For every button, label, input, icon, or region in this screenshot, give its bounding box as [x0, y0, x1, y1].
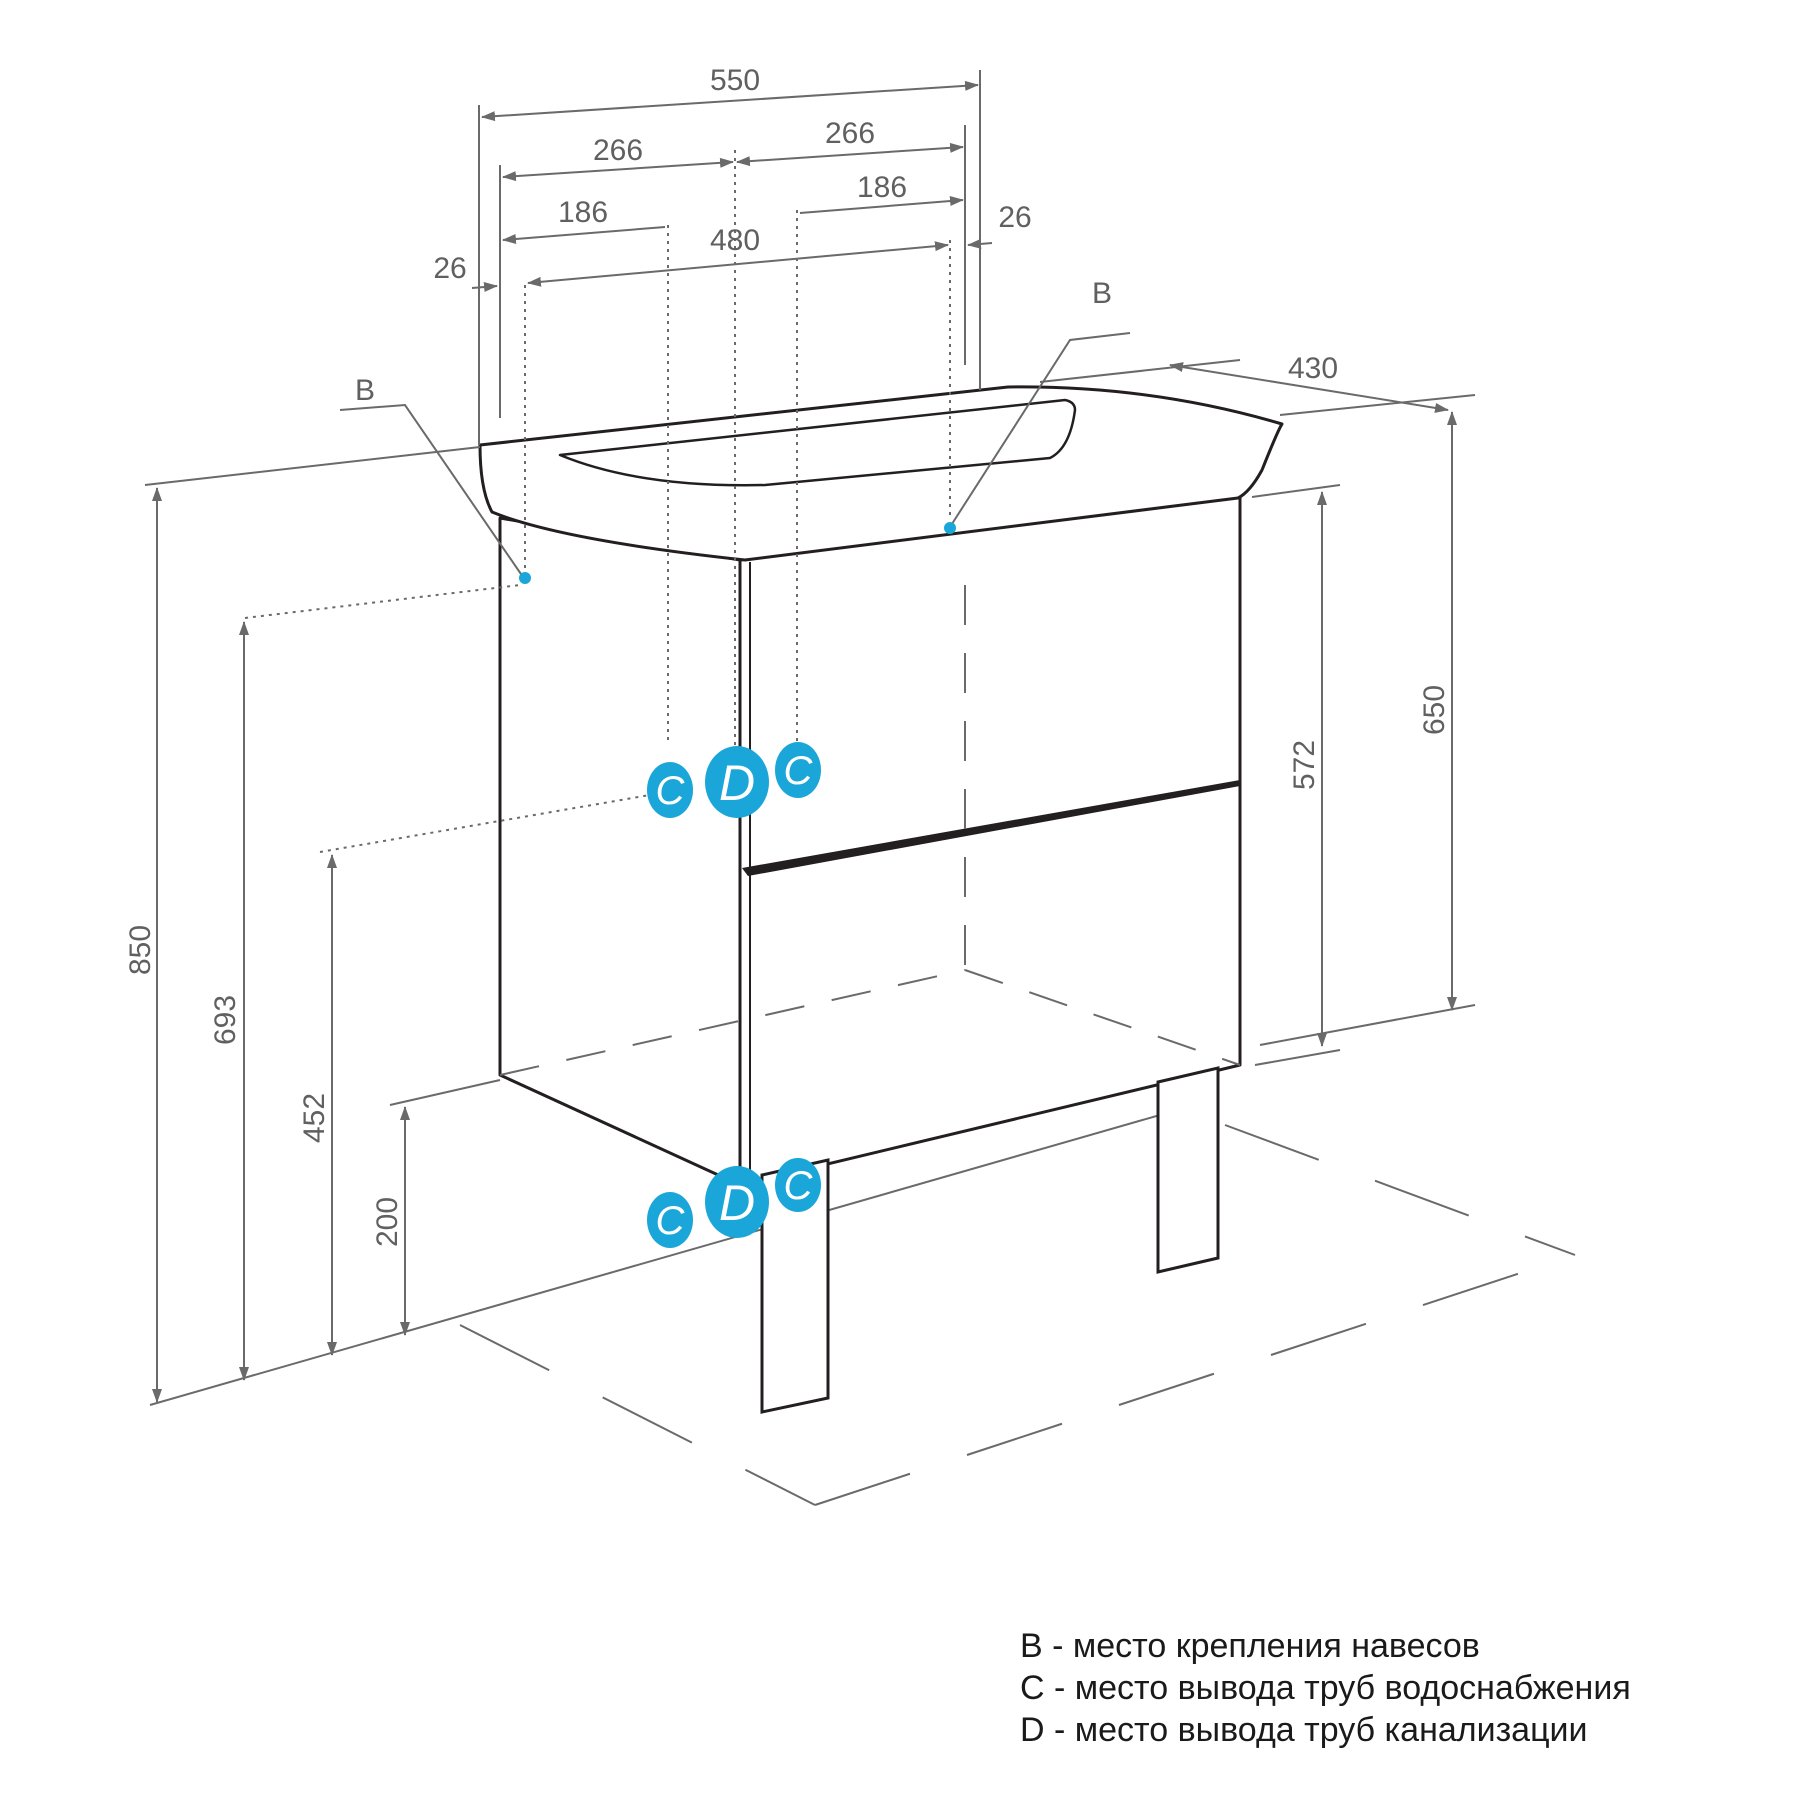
- dim-half-width-left: 266: [593, 134, 643, 167]
- marker-supply-lower-right: C: [775, 1158, 821, 1212]
- dim-line-mount-spacing: [527, 241, 949, 287]
- legend: В - место крепления навесов С - место вы…: [1020, 1625, 1720, 1751]
- mount-label-right: B: [1092, 277, 1112, 310]
- marker-supply-lower-left: C: [647, 1192, 693, 1248]
- dimension-arrows: [152, 80, 1457, 1403]
- centerlines: [244, 150, 951, 853]
- floor-plane: [459, 1124, 1576, 1506]
- marker-supply-upper-right: C: [775, 742, 821, 798]
- dim-line-edge-right: [967, 238, 993, 249]
- dim-line-edge-left: [471, 282, 498, 293]
- leg-back: [1156, 1066, 1220, 1274]
- dim-line-depth: [1169, 362, 1449, 413]
- svg-text:C: C: [656, 1199, 686, 1243]
- dim-leg-height: 200: [371, 1197, 404, 1247]
- marker-drain-lower: D: [705, 1166, 769, 1238]
- dim-supply-height: 452: [298, 1093, 331, 1143]
- marker-drain-upper: D: [705, 746, 769, 818]
- dim-edge-offset-left: 26: [433, 252, 466, 285]
- mount-point-right: [944, 522, 956, 534]
- dim-mount-height: 693: [209, 995, 242, 1045]
- dim-mount-spacing: 480: [710, 224, 760, 257]
- dim-pipe-offset-left: 186: [558, 196, 608, 229]
- marker-supply-upper-left: C: [647, 762, 693, 818]
- dim-total-height: 850: [124, 925, 157, 975]
- dim-line-pipe-right: [799, 196, 964, 214]
- svg-text:D: D: [719, 755, 755, 811]
- mount-label-left: B: [355, 374, 375, 407]
- dim-overall-width: 550: [710, 64, 760, 97]
- floor-front-line: [149, 1114, 1161, 1406]
- dim-cabinet-height: 572: [1288, 740, 1321, 790]
- svg-text:D: D: [719, 1175, 755, 1231]
- dim-side-height: 650: [1418, 685, 1451, 735]
- dim-edge-offset-right: 26: [998, 201, 1031, 234]
- mount-point-left: [519, 572, 531, 584]
- cabinet-body: [498, 494, 1242, 1187]
- drawer-divider: [742, 780, 1240, 876]
- svg-text:C: C: [656, 769, 686, 813]
- dim-line-overall-width: [481, 80, 979, 122]
- basin-inner: [558, 398, 1077, 487]
- svg-text:C: C: [784, 1164, 814, 1208]
- legend-item-c: С - место вывода труб водоснабжения: [1020, 1669, 1631, 1707]
- dim-line-pipe-left: [502, 226, 666, 244]
- legend-item-d: D - место вывода труб канализации: [1020, 1711, 1588, 1749]
- legs: [760, 1066, 1220, 1414]
- dim-line-half-left: [502, 157, 734, 182]
- cabinet-side-panel: [498, 516, 742, 1187]
- svg-text:C: C: [784, 749, 814, 793]
- dim-pipe-offset-right: 186: [857, 171, 907, 204]
- hidden-lines: [499, 585, 1241, 1076]
- basin: [478, 385, 1284, 562]
- legend-item-b: В - место крепления навесов: [1020, 1627, 1480, 1665]
- dim-half-width-right: 266: [825, 117, 875, 150]
- leader-lines: [339, 332, 1131, 578]
- dim-depth: 430: [1288, 352, 1338, 385]
- dim-line-half-right: [736, 142, 964, 167]
